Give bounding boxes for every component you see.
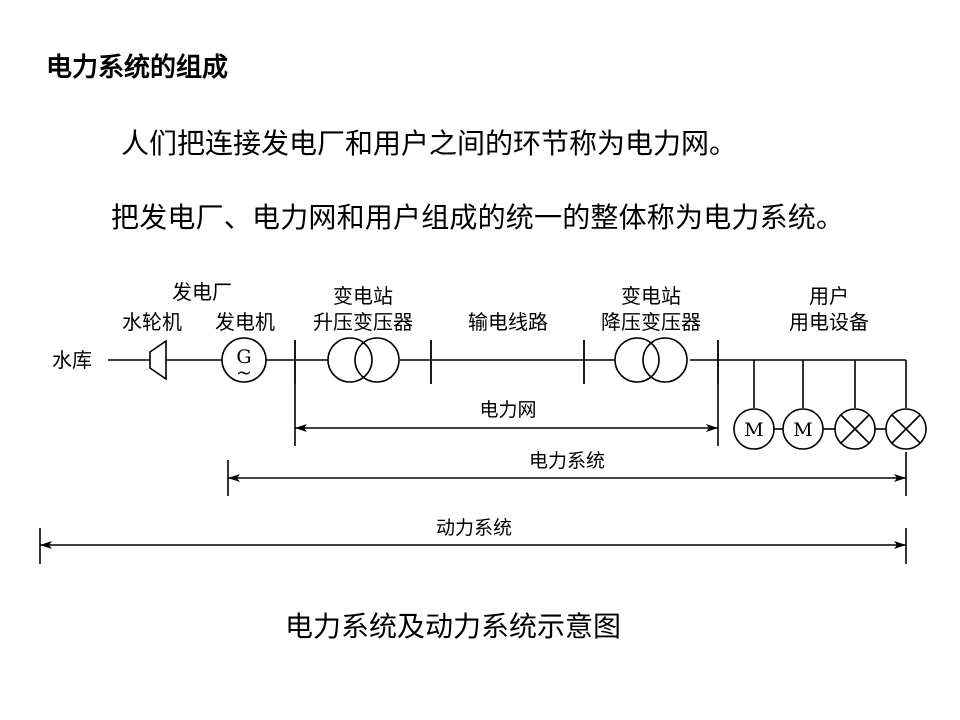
section-bars (294, 340, 719, 384)
diagram-caption: 电力系统及动力系统示意图 (285, 610, 622, 643)
definition-power-grid: 人们把连接发电厂和用户之间的环节称为电力网。 (121, 127, 738, 160)
lamp-icon (885, 408, 927, 450)
label-users: 用户 (809, 284, 849, 308)
lamp-icon (834, 408, 876, 450)
label-generator: 发电机 (215, 310, 275, 334)
span-power-grid: 电力网 (294, 384, 719, 446)
step-down-transformer-icon (614, 337, 688, 383)
label-turbine: 水轮机 (122, 310, 182, 334)
load-drops (753, 360, 907, 430)
span-dynamic-system: 动力系统 (39, 517, 907, 564)
motor-icon: M (782, 408, 824, 450)
motor-symbol: M (793, 419, 812, 441)
slide-heading: 电力系统的组成 (46, 53, 229, 83)
definition-power-system: 把发电厂、电力网和用户组成的统一的整体称为电力系统。 (111, 201, 845, 234)
label-step-up-transformer: 升压变压器 (313, 310, 413, 334)
label-step-down-station: 变电站 (621, 284, 681, 308)
motor-icon: M (733, 408, 775, 450)
span-power-grid-label: 电力网 (479, 399, 536, 421)
span-power-system: 电力系统 (227, 450, 907, 496)
span-dynamic-system-label: 动力系统 (436, 517, 512, 539)
label-step-up-station: 变电站 (333, 284, 393, 308)
label-step-down-transformer: 降压变压器 (601, 310, 701, 334)
label-reservoir: 水库 (52, 348, 92, 372)
label-power-plant: 发电厂 (172, 280, 232, 304)
step-up-transformer-icon (327, 337, 400, 383)
label-transmission-line: 输电线路 (468, 310, 548, 334)
generator-symbol: G (236, 346, 251, 368)
label-user-equipment: 用电设备 (789, 310, 869, 334)
turbine-icon (149, 339, 167, 381)
generator-icon: G ~ (221, 337, 267, 384)
motor-symbol: M (744, 419, 763, 441)
generator-wave: ~ (236, 362, 252, 384)
span-power-system-label: 电力系统 (529, 450, 605, 472)
